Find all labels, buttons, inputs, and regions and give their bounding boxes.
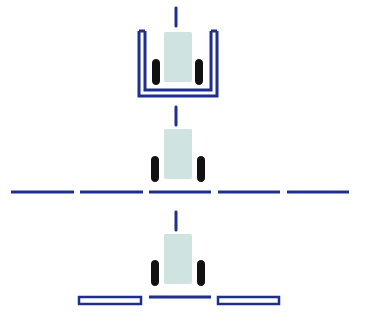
wheel-right-bottom [197,260,205,286]
plate-left-bottom [77,295,143,306]
wheel-left-top [152,59,160,85]
stage-top [137,6,219,98]
enclosure-inner-top [143,31,213,92]
wheel-right-top [195,59,203,85]
plate-right-bottom [216,295,281,306]
enclosure-outer-top [137,31,219,98]
stage-bottom [77,210,281,306]
robot-body-top [164,32,192,82]
wheel-right-middle [197,156,205,182]
stage-middle [11,105,349,194]
robot-body-bottom [164,234,192,284]
wheel-left-middle [151,156,159,182]
robot-body-middle [164,129,192,179]
wheel-left-bottom [151,260,159,286]
